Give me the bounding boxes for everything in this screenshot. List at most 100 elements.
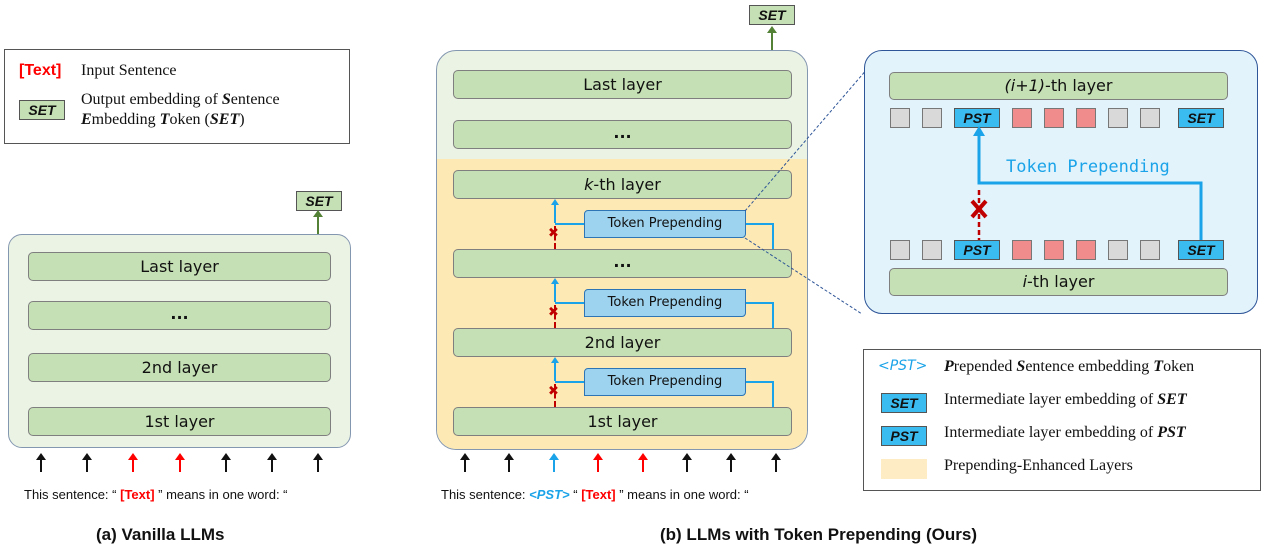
input-arrow-head: [770, 453, 781, 460]
input-arrow-head: [313, 453, 324, 460]
panel-b-layer-2nd: 2nd layer: [453, 328, 792, 357]
token-set: SET: [1178, 108, 1224, 128]
rich-text-part: Intermediate layer embedding of: [944, 424, 1158, 441]
input-arrow-head: [593, 453, 604, 460]
panel-a-layer-1st: 1st layer: [28, 407, 331, 436]
rich-text-part: SET: [1157, 391, 1187, 408]
panel-a-layer-last: Last layer: [28, 252, 331, 281]
tp-arrow-up: [554, 361, 556, 381]
input-arrow-red: [641, 458, 644, 472]
input-arrow-black: [730, 458, 733, 472]
blocked-dashed-line: [554, 305, 556, 328]
sentence-post: ” means in one word: “: [154, 487, 288, 502]
panel-b-caption: (b) LLMs with Token Prepending (Ours): [660, 525, 978, 544]
panel-a-layer-2nd: 2nd layer: [28, 353, 331, 382]
tp-connector-right-vert: [772, 302, 774, 328]
tp-connector-right-vert: [772, 223, 774, 249]
token-prepending-path: [977, 133, 1203, 240]
panel-a-layer-ellipsis: ...: [28, 301, 331, 330]
rich-text-part: P: [944, 358, 954, 375]
tp-connector-left: [555, 223, 584, 225]
layer-suffix: -th layer: [1045, 76, 1113, 95]
panel-b-layer-ellipsis-top: ...: [453, 120, 792, 149]
token-red: [1044, 108, 1064, 128]
rich-text-part: Intermediate layer embedding of: [944, 391, 1158, 408]
layer-index: k: [584, 175, 594, 194]
rich-text-part: mbedding: [91, 111, 160, 128]
sentence-pst-tag: <PST>: [529, 487, 570, 502]
token-red: [1076, 240, 1096, 260]
kth-label: k-th layer: [584, 175, 661, 194]
input-arrow-head: [174, 453, 185, 460]
tp-arrow-head: [551, 357, 559, 363]
panel-b-layer-ellipsis-mid: ...: [453, 249, 792, 278]
zoom-layer-bottom-label: i-th layer: [1023, 272, 1095, 291]
zoom-layer-top-label: (i+1)-th layer: [1005, 76, 1113, 95]
token-gray: [1108, 240, 1128, 260]
rich-text-part: T: [159, 111, 170, 128]
input-arrow-black: [271, 458, 273, 472]
panel-b-layer-kth: k-th layer: [453, 170, 792, 199]
input-arrow-black: [686, 458, 688, 472]
token-red: [1012, 108, 1032, 128]
legend-set-tag: SET: [19, 100, 65, 120]
blocked-dashed-line: [554, 226, 556, 249]
rich-text-part: T: [1153, 358, 1164, 375]
sentence-mid: “: [569, 487, 582, 502]
panel-b-input-sentence: This sentence: <PST> “ [Text] ” means in…: [434, 472, 749, 502]
sentence-pre: This sentence:: [441, 487, 530, 502]
rich-text-part: ): [239, 111, 245, 128]
token-prepending-block: Token Prepending: [584, 210, 746, 238]
input-arrow-red: [132, 458, 135, 472]
input-arrow-red: [597, 458, 600, 472]
token-set: SET: [1178, 240, 1224, 260]
tp-arrow-head: [551, 199, 559, 205]
input-arrow-red: [178, 458, 181, 472]
token-gray: [922, 108, 942, 128]
input-arrow-head: [82, 453, 93, 460]
zoom-layer-top: (i+1)-th layer: [889, 72, 1228, 100]
panel-b-output-set: SET: [749, 5, 795, 25]
tp-connector-right: [746, 302, 773, 304]
sentence-text-tag: [Text]: [581, 487, 616, 502]
blocked-dashed-line: [554, 384, 556, 407]
panel-b-arrow-head: [767, 26, 777, 33]
zoom-layer-bottom: i-th layer: [889, 268, 1228, 296]
input-arrow-black: [40, 458, 42, 472]
token-prepending-block: Token Prepending: [584, 289, 746, 317]
input-arrow-head: [36, 453, 46, 460]
legend-set-desc-pre: Output embedding of: [81, 91, 222, 108]
legend-b-desc: Intermediate layer embedding of SET: [944, 391, 1187, 409]
input-arrow-blue: [552, 458, 555, 472]
legend-pst-token-icon: PST: [881, 426, 927, 446]
panel-b-layer-1st: 1st layer: [453, 407, 792, 436]
rich-text-part: entence embedding: [1025, 358, 1154, 375]
layer-index: i: [1022, 272, 1028, 291]
zoom-token-prepending-label: Token Prepending: [1006, 157, 1170, 177]
panel-a-input-sentence: This sentence: “ [Text] ” means in one w…: [17, 472, 288, 502]
input-arrow-head: [128, 453, 139, 460]
tp-connector-right-vert: [772, 381, 774, 407]
tp-arrow-head: [551, 278, 559, 284]
token-gray: [1140, 108, 1160, 128]
input-arrow-head: [637, 453, 648, 460]
tp-arrow-up: [554, 282, 556, 302]
legend-set-desc-line2: Embedding Token (SET): [81, 111, 245, 128]
token-gray: [1108, 108, 1128, 128]
input-arrow-head: [460, 453, 470, 460]
panel-a-caption: (a) Vanilla LLMs: [96, 525, 225, 544]
legend-enhanced-swatch-icon: [881, 459, 927, 479]
legend-b-desc: Prepending-Enhanced Layers: [944, 457, 1133, 475]
input-arrow-black: [464, 458, 466, 472]
token-pst: PST: [954, 108, 1000, 128]
input-arrow-black: [86, 458, 89, 472]
rich-text-part: S: [1016, 358, 1026, 375]
legend-pst-text-icon: <PST>: [878, 358, 928, 374]
rich-text-part: oken (: [169, 111, 210, 128]
blocked-cross-icon: ✖: [548, 305, 559, 320]
panel-b-layer-last: Last layer: [453, 70, 792, 99]
rich-text-part: PST: [1157, 424, 1186, 441]
rich-text-part: E: [81, 111, 92, 128]
tp-connector-right: [746, 381, 773, 383]
